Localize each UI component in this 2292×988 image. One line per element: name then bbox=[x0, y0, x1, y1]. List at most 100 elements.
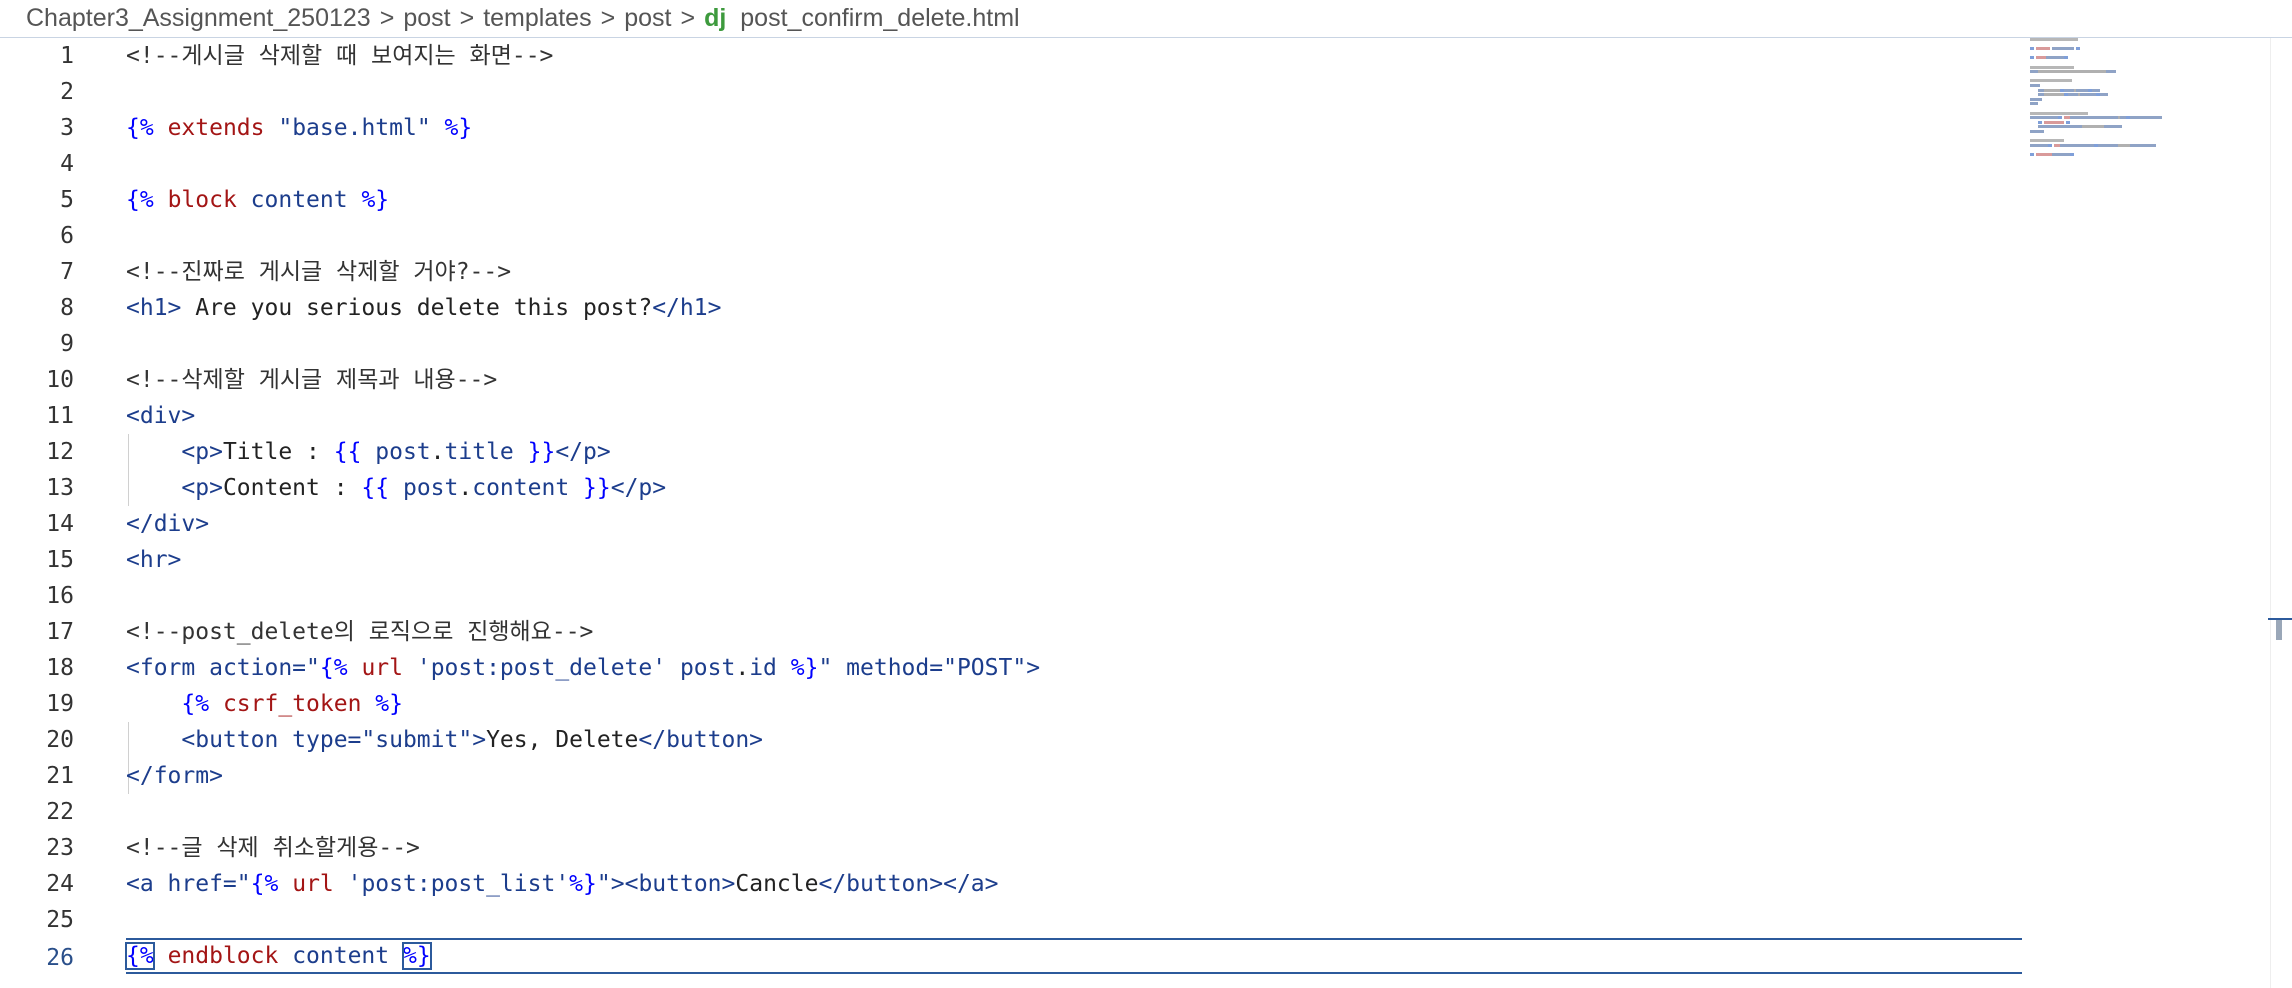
code-token: {% bbox=[126, 187, 154, 213]
minimap-token bbox=[2126, 116, 2130, 120]
breadcrumb-item-post-folder[interactable]: post bbox=[624, 4, 672, 32]
code-token: %} bbox=[361, 187, 390, 213]
code-line[interactable]: 7 <!--진짜로 게시글 삭제할 거야?--> bbox=[0, 254, 2030, 290]
minimap-token bbox=[2100, 143, 2102, 147]
minimap-token bbox=[2054, 125, 2064, 129]
code-line[interactable]: 19 {% csrf_token %} bbox=[0, 686, 2030, 722]
code-line[interactable]: 9 bbox=[0, 326, 2030, 362]
line-number: 19 bbox=[46, 691, 74, 717]
breadcrumb-item-templates[interactable]: templates bbox=[483, 4, 592, 32]
minimap-token bbox=[2094, 143, 2098, 147]
minimap-token bbox=[2030, 97, 2042, 101]
code-text: <button type="submit">Yes, Delete</butto… bbox=[126, 722, 763, 758]
minimap-token bbox=[2076, 47, 2080, 51]
minimap-token bbox=[2030, 56, 2034, 60]
chevron-right-icon: > bbox=[379, 4, 395, 32]
code-line[interactable]: 26{% endblock content %} bbox=[46, 938, 2022, 974]
code-token: > bbox=[1026, 655, 1041, 681]
code-token: Cancle bbox=[735, 871, 819, 897]
code-token: type= bbox=[292, 727, 362, 753]
django-file-icon: dj bbox=[704, 4, 727, 32]
minimap-token bbox=[2066, 120, 2070, 124]
breadcrumb-item-post[interactable]: post bbox=[403, 4, 451, 32]
code-line[interactable]: 14</div> bbox=[0, 506, 2030, 542]
line-number: 7 bbox=[60, 259, 74, 285]
code-text: <!--post_delete의 로직으로 진행해요--> bbox=[126, 614, 593, 650]
minimap-token bbox=[2044, 120, 2064, 124]
scrollbar-thumb[interactable] bbox=[2276, 620, 2282, 640]
code-text: <!--삭제할 게시글 제목과 내용--> bbox=[126, 362, 497, 398]
minimap-token bbox=[2130, 116, 2132, 120]
code-line[interactable]: 11<div> bbox=[0, 398, 2030, 434]
minimap-token bbox=[2030, 116, 2042, 120]
minimap-token bbox=[2058, 116, 2062, 120]
code-token: <form bbox=[126, 655, 210, 681]
code-token: " bbox=[596, 871, 611, 897]
minimap-token bbox=[2064, 125, 2080, 129]
code-text: <form action="{% url 'post:post_delete' … bbox=[126, 650, 1040, 686]
code-line[interactable]: 15<hr> bbox=[0, 542, 2030, 578]
minimap-token bbox=[2030, 130, 2044, 133]
code-line[interactable]: 10<!--삭제할 게시글 제목과 내용--> bbox=[0, 362, 2030, 398]
minimap-token bbox=[2106, 70, 2116, 74]
code-token: </h1> bbox=[652, 295, 722, 321]
code-text: </form> bbox=[126, 758, 223, 794]
minimap-token bbox=[2044, 93, 2064, 97]
minimap-token bbox=[2030, 47, 2034, 51]
code-text: <!--진짜로 게시글 삭제할 거야?--> bbox=[126, 254, 511, 290]
code-line[interactable]: 5{% block content %} bbox=[0, 182, 2030, 218]
code-line[interactable]: 23<!--글 삭제 취소할게용--> bbox=[0, 830, 2030, 866]
code-line[interactable]: 17 <!--post_delete의 로직으로 진행해요--> bbox=[0, 614, 2030, 650]
code-line[interactable]: 12 <p>Title : {{ post.title }}</p> bbox=[0, 434, 2030, 470]
code-line[interactable]: 8<h1> Are you serious delete this post?<… bbox=[0, 290, 2030, 326]
minimap-token bbox=[2074, 88, 2076, 92]
code-token: content bbox=[472, 475, 584, 501]
code-token: <div> bbox=[126, 403, 196, 429]
minimap-token bbox=[2030, 70, 2038, 74]
code-token: url bbox=[361, 655, 403, 681]
code-token: content bbox=[278, 943, 403, 969]
code-line[interactable]: 13 <p>Content : {{ post.content }}</p> bbox=[0, 470, 2030, 506]
code-line[interactable]: 16 bbox=[0, 578, 2030, 614]
code-token: <h1> bbox=[126, 295, 182, 321]
code-line[interactable]: 25 bbox=[0, 902, 2030, 938]
code-token: endblock bbox=[167, 943, 279, 969]
code-token: <button bbox=[181, 727, 293, 753]
minimap-token bbox=[2064, 116, 2070, 120]
code-line[interactable]: 6 bbox=[0, 218, 2030, 254]
code-line[interactable]: 3{% extends "base.html" %} bbox=[0, 110, 2030, 146]
line-number: 1 bbox=[60, 43, 74, 69]
code-line[interactable]: 21</form> bbox=[0, 758, 2030, 794]
minimap-token bbox=[2102, 143, 2118, 147]
minimap-token bbox=[2046, 56, 2064, 60]
minimap-token bbox=[2046, 143, 2048, 147]
breadcrumb-item-project[interactable]: Chapter3_Assignment_250123 bbox=[26, 4, 371, 32]
code-line[interactable]: 4 bbox=[0, 146, 2030, 182]
minimap[interactable] bbox=[2030, 38, 2220, 238]
code-token: }} bbox=[527, 439, 556, 465]
overview-ruler[interactable] bbox=[2270, 38, 2271, 988]
code-token: {% bbox=[125, 942, 155, 970]
code-line[interactable]: 20 <button type="submit">Yes, Delete</bu… bbox=[0, 722, 2030, 758]
minimap-token bbox=[2038, 125, 2054, 129]
code-token: block bbox=[167, 187, 237, 213]
minimap-token bbox=[2118, 116, 2120, 120]
code-line[interactable]: 1<!--게시글 삭제할 때 보여지는 화면--> bbox=[0, 38, 2030, 74]
minimap-token bbox=[2148, 143, 2156, 147]
breadcrumb-item-file[interactable]: post_confirm_delete.html bbox=[740, 4, 1020, 32]
line-number: 9 bbox=[60, 331, 74, 357]
code-line[interactable]: 22 bbox=[0, 794, 2030, 830]
minimap-token bbox=[2042, 116, 2056, 120]
code-line[interactable]: 2 bbox=[0, 74, 2030, 110]
minimap-token bbox=[2036, 153, 2052, 156]
code-text: </div> bbox=[126, 506, 209, 542]
code-line[interactable]: 18<form action="{% url 'post:post_delete… bbox=[0, 650, 2030, 686]
minimap-token bbox=[2030, 38, 2078, 41]
minimap-token bbox=[2068, 93, 2078, 97]
code-line[interactable]: 24<a href="{% url 'post:post_list'%}"><b… bbox=[0, 866, 2030, 902]
line-number: 15 bbox=[46, 547, 74, 573]
code-text: <div> bbox=[126, 398, 195, 434]
line-number: 17 bbox=[46, 619, 74, 645]
line-number: 12 bbox=[46, 439, 74, 465]
